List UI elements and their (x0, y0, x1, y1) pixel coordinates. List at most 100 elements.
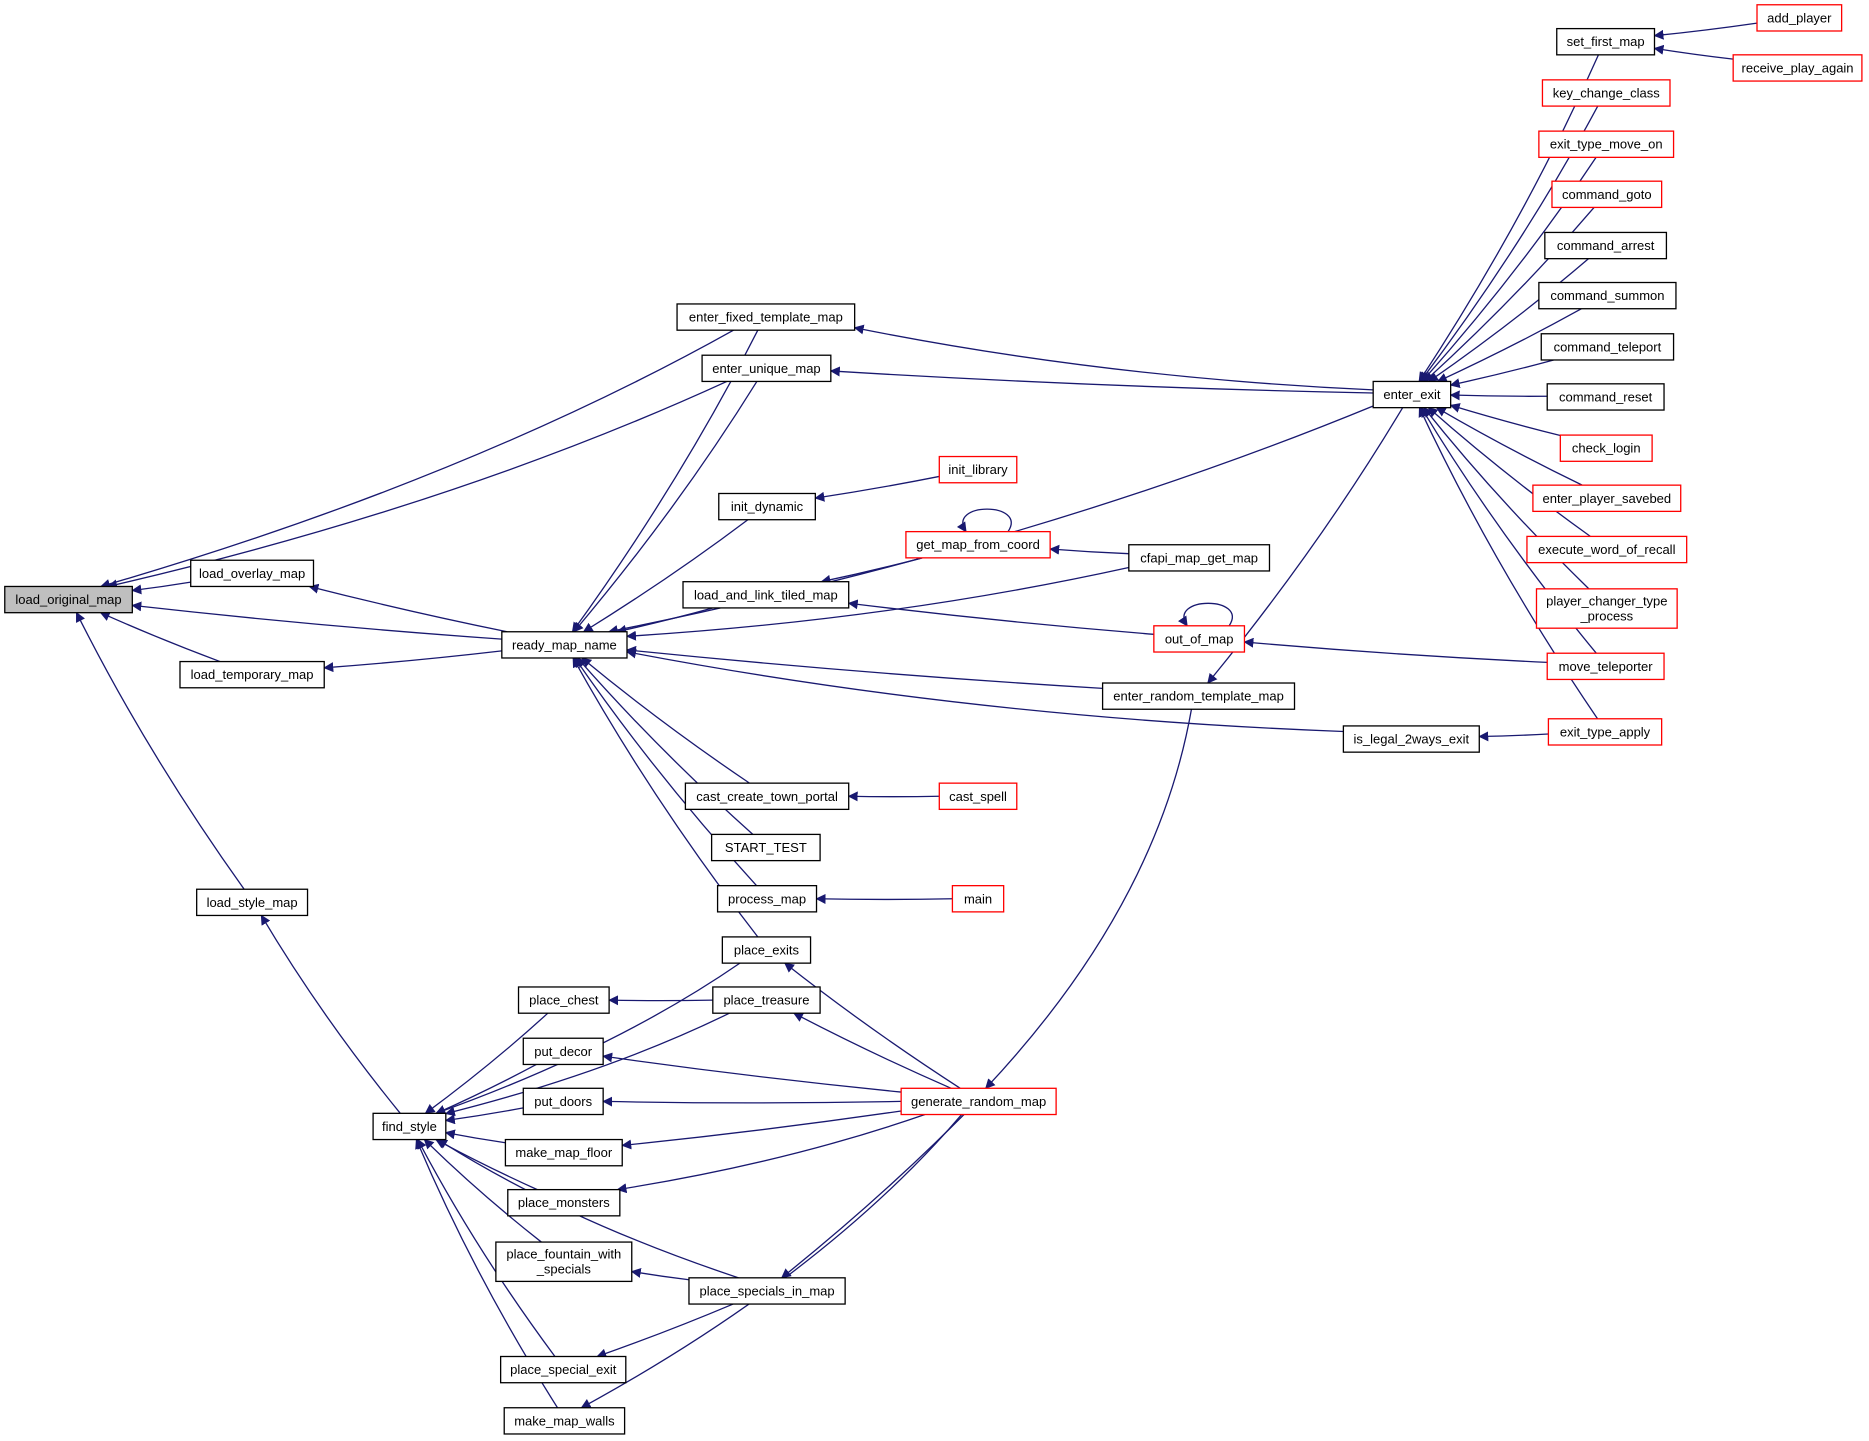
node-box[interactable] (1372, 380, 1452, 409)
node-box[interactable] (718, 492, 816, 521)
node-box[interactable] (688, 1277, 846, 1305)
node-process_map[interactable]: process_map (716, 885, 818, 913)
node-cast_create_town_portal[interactable]: cast_create_town_portal (684, 782, 850, 811)
node-box[interactable] (1547, 718, 1663, 746)
node-enter_exit[interactable]: enter_exit (1372, 380, 1452, 409)
node-box[interactable] (938, 455, 1018, 484)
node-box[interactable] (372, 1112, 447, 1141)
node-box[interactable] (721, 936, 812, 964)
node-box[interactable] (4, 585, 133, 614)
node-box[interactable] (1526, 535, 1688, 564)
node-box[interactable] (905, 530, 1051, 559)
node-init_dynamic[interactable]: init_dynamic (718, 492, 816, 521)
node-cast_spell[interactable]: cast_spell (938, 782, 1018, 811)
node-enter_fixed_template_map[interactable]: enter_fixed_template_map (676, 303, 856, 331)
node-box[interactable] (517, 986, 610, 1014)
node-make_map_floor[interactable]: make_map_floor (504, 1138, 623, 1167)
node-box[interactable] (499, 1355, 627, 1384)
node-box[interactable] (951, 885, 1005, 913)
node-START_TEST[interactable]: START_TEST (710, 833, 821, 862)
node-execute_word_of_recall[interactable]: execute_word_of_recall (1526, 535, 1688, 564)
node-init_library[interactable]: init_library (938, 455, 1018, 484)
node-command_goto[interactable]: command_goto (1551, 180, 1663, 209)
node-receive_play_again[interactable]: receive_play_again (1732, 54, 1863, 82)
node-place_monsters[interactable]: place_monsters (507, 1188, 621, 1217)
node-load_overlay_map[interactable]: load_overlay_map (190, 559, 315, 588)
node-out_of_map[interactable]: out_of_map (1153, 625, 1246, 653)
node-box[interactable] (1541, 79, 1671, 107)
node-load_original_map[interactable]: load_original_map (4, 585, 133, 614)
node-box[interactable] (1101, 682, 1296, 710)
node-load_and_link_tiled_map[interactable]: load_and_link_tiled_map (682, 581, 850, 609)
node-box[interactable] (503, 1407, 626, 1435)
node-box[interactable] (1756, 4, 1843, 32)
node-main[interactable]: main (951, 885, 1005, 913)
node-enter_player_savebed[interactable]: enter_player_savebed (1532, 484, 1682, 513)
node-enter_unique_map[interactable]: enter_unique_map (701, 354, 832, 383)
node-player_changer_type_process[interactable]: player_changer_type_process (1535, 588, 1678, 629)
node-box[interactable] (938, 782, 1018, 811)
node-move_teleporter[interactable]: move_teleporter (1546, 652, 1665, 681)
node-box[interactable] (1546, 652, 1665, 681)
node-box[interactable] (495, 1241, 633, 1283)
node-enter_random_template_map[interactable]: enter_random_template_map (1101, 682, 1296, 710)
node-set_first_map[interactable]: set_first_map (1556, 27, 1656, 56)
node-box[interactable] (1540, 333, 1675, 361)
node-box[interactable] (1532, 484, 1682, 513)
node-box[interactable] (1342, 725, 1480, 753)
node-command_teleport[interactable]: command_teleport (1540, 333, 1675, 361)
node-get_map_from_coord[interactable]: get_map_from_coord (905, 530, 1051, 559)
node-cfapi_map_get_map[interactable]: cfapi_map_get_map (1128, 544, 1271, 572)
node-place_special_exit[interactable]: place_special_exit (499, 1355, 627, 1384)
node-command_arrest[interactable]: command_arrest (1544, 231, 1668, 260)
node-box[interactable] (684, 782, 850, 811)
node-box[interactable] (1546, 383, 1665, 411)
node-place_fountain_with_specials[interactable]: place_fountain_with_specials (495, 1241, 633, 1283)
node-box[interactable] (1551, 180, 1663, 209)
node-place_chest[interactable]: place_chest (517, 986, 610, 1014)
node-box[interactable] (522, 1037, 604, 1066)
node-place_exits[interactable]: place_exits (721, 936, 812, 964)
node-add_player[interactable]: add_player (1756, 4, 1843, 32)
node-generate_random_map[interactable]: generate_random_map (900, 1087, 1057, 1116)
node-place_treasure[interactable]: place_treasure (712, 986, 821, 1014)
node-make_map_walls[interactable]: make_map_walls (503, 1407, 626, 1435)
node-box[interactable] (1538, 130, 1675, 158)
node-box[interactable] (701, 354, 832, 383)
node-box[interactable] (1128, 544, 1271, 572)
node-box[interactable] (712, 986, 821, 1014)
node-box[interactable] (1556, 27, 1656, 56)
node-box[interactable] (1544, 231, 1668, 260)
node-find_style[interactable]: find_style (372, 1112, 447, 1141)
node-put_doors[interactable]: put_doors (522, 1087, 604, 1116)
node-load_style_map[interactable]: load_style_map (196, 888, 309, 917)
node-exit_type_apply[interactable]: exit_type_apply (1547, 718, 1663, 746)
node-key_change_class[interactable]: key_change_class (1541, 79, 1671, 107)
node-put_decor[interactable]: put_decor (522, 1037, 604, 1066)
node-box[interactable] (522, 1087, 604, 1116)
node-box[interactable] (710, 833, 821, 862)
node-box[interactable] (676, 303, 856, 331)
node-box[interactable] (507, 1188, 621, 1217)
node-box[interactable] (179, 660, 325, 689)
node-box[interactable] (1732, 54, 1863, 82)
node-place_specials_in_map[interactable]: place_specials_in_map (688, 1277, 846, 1305)
node-box[interactable] (190, 559, 315, 588)
node-check_login[interactable]: check_login (1559, 434, 1653, 462)
node-command_summon[interactable]: command_summon (1538, 281, 1677, 310)
node-ready_map_name[interactable]: ready_map_name (501, 631, 628, 659)
node-is_legal_2ways_exit[interactable]: is_legal_2ways_exit (1342, 725, 1480, 753)
node-box[interactable] (716, 885, 818, 913)
node-box[interactable] (682, 581, 850, 609)
node-box[interactable] (1559, 434, 1653, 462)
node-box[interactable] (196, 888, 309, 917)
node-command_reset[interactable]: command_reset (1546, 383, 1665, 411)
node-box[interactable] (504, 1138, 623, 1167)
node-box[interactable] (1153, 625, 1246, 653)
node-exit_type_move_on[interactable]: exit_type_move_on (1538, 130, 1675, 158)
node-load_temporary_map[interactable]: load_temporary_map (179, 660, 325, 689)
node-box[interactable] (900, 1087, 1057, 1116)
node-box[interactable] (1535, 588, 1678, 629)
node-box[interactable] (1538, 281, 1677, 310)
node-box[interactable] (501, 631, 628, 659)
